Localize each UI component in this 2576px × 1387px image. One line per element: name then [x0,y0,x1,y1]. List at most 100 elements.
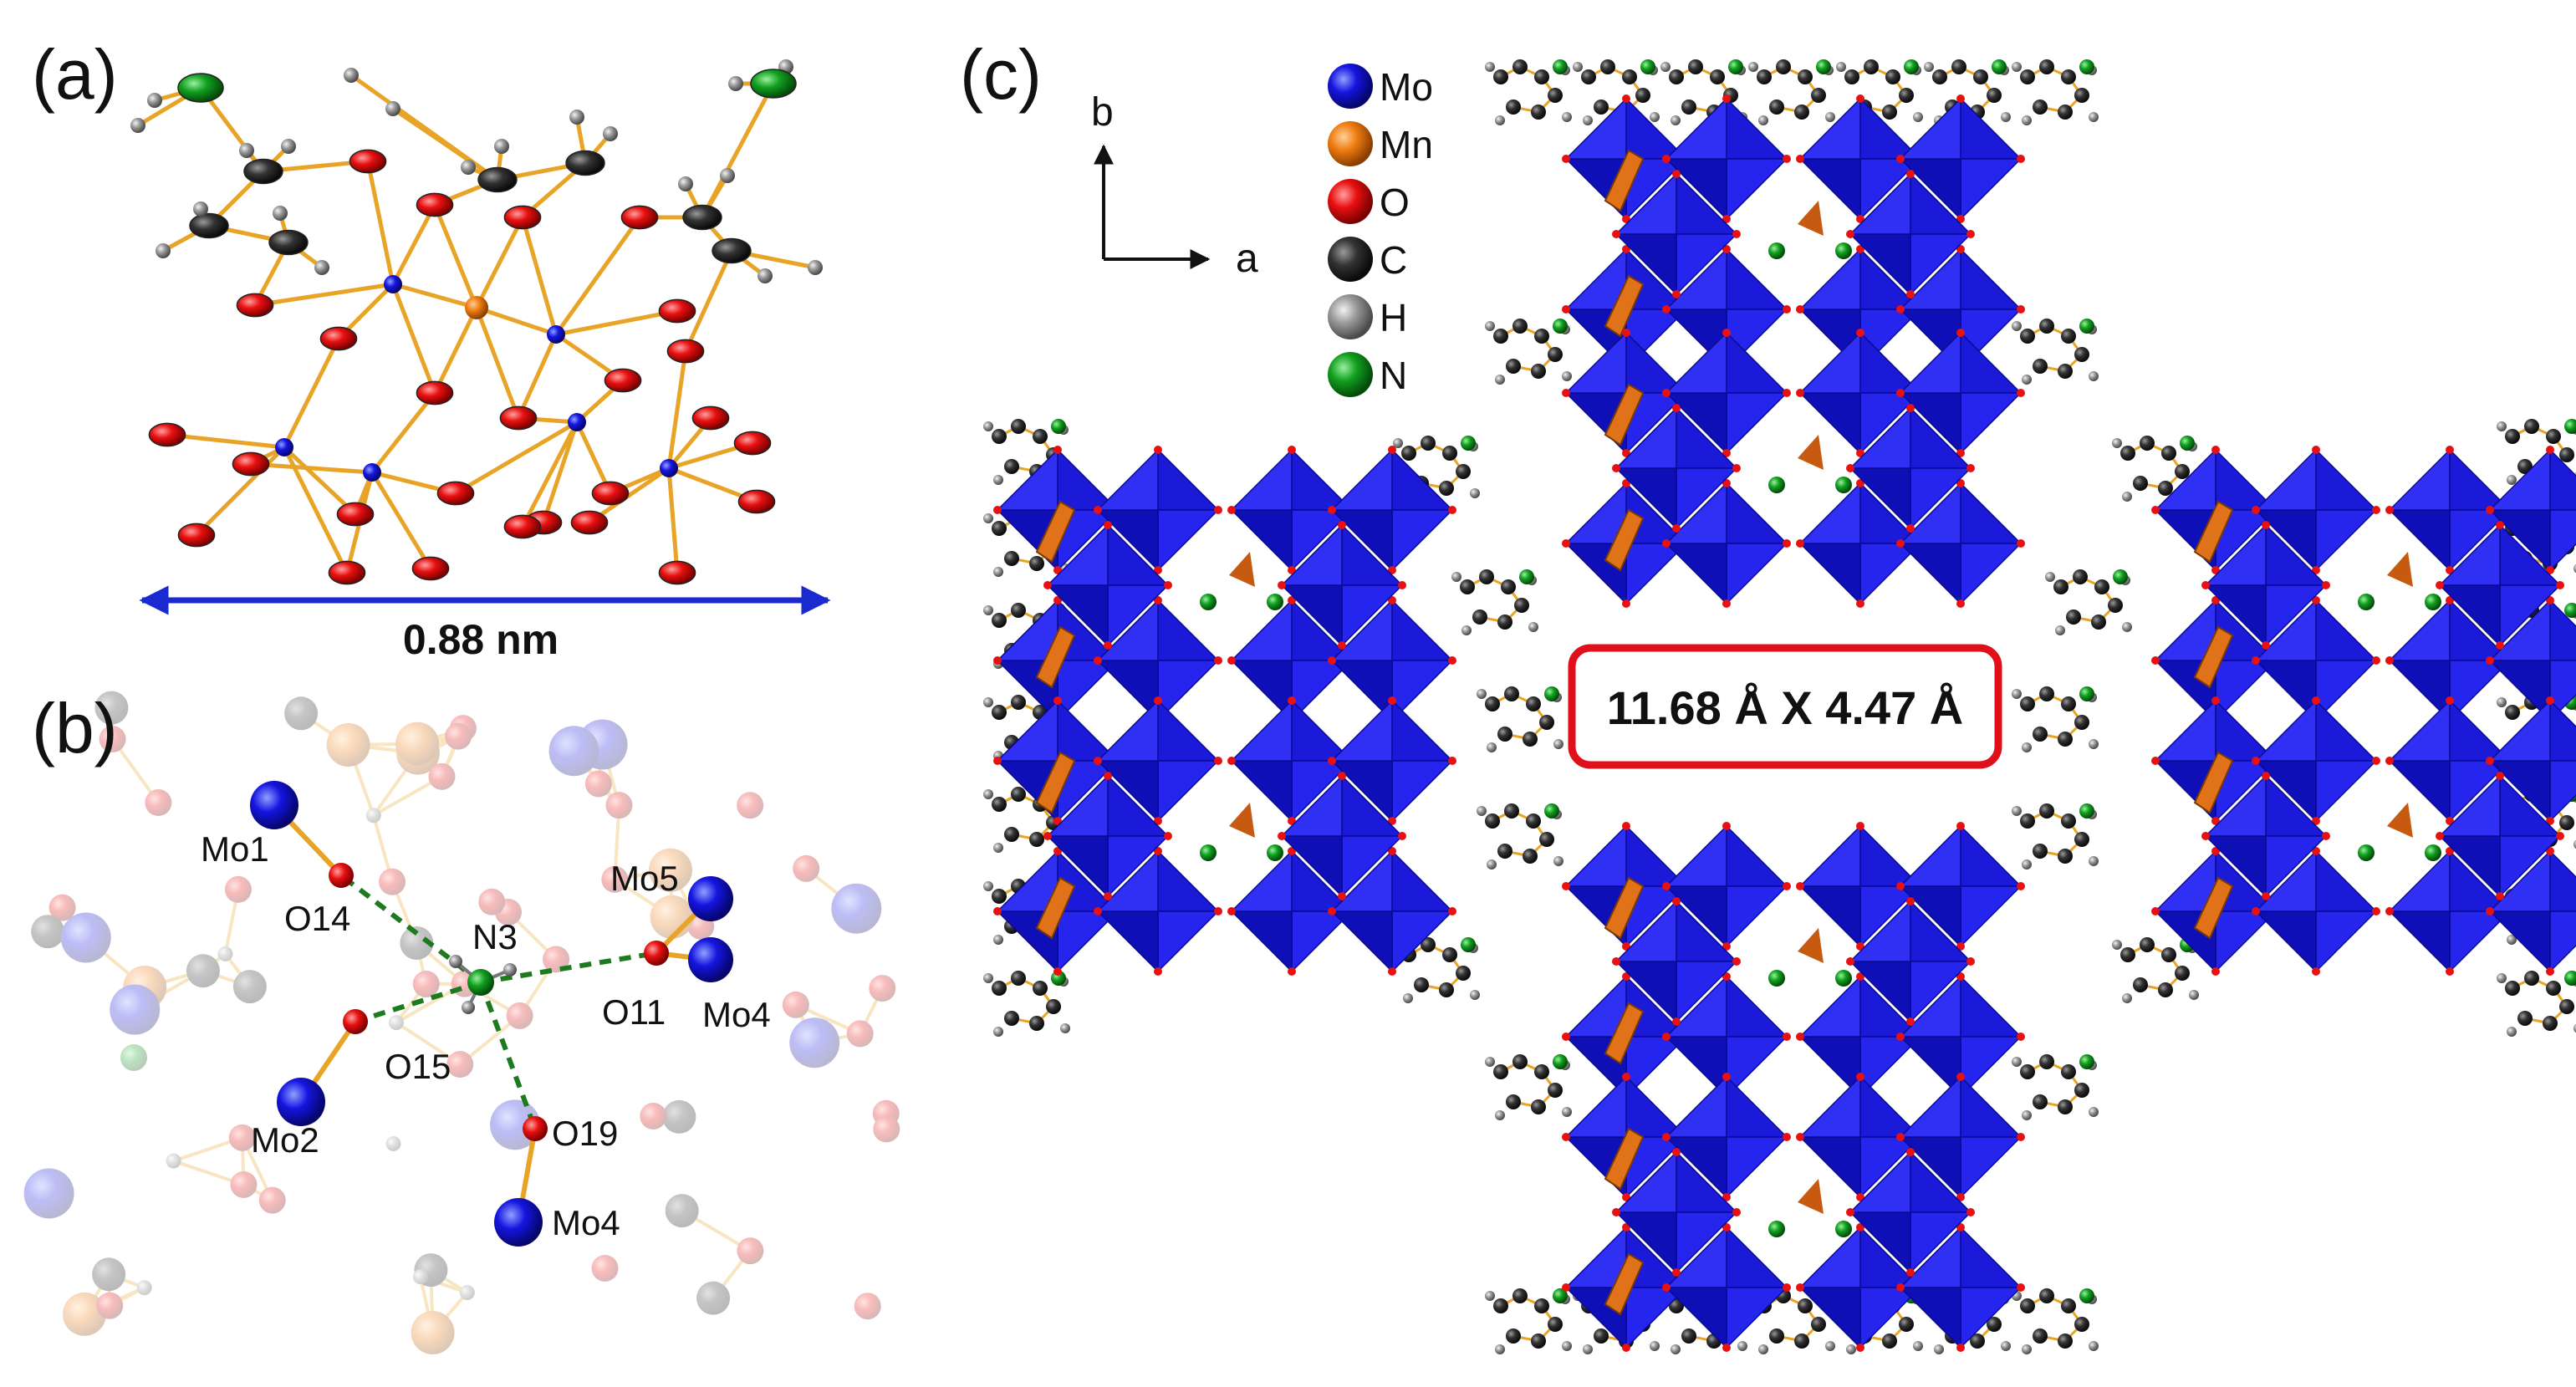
background-atom [428,762,456,790]
mo-octahedron-face [2388,910,2451,973]
framework-oxygen-atom [1214,757,1222,765]
framework-oxygen-atom [1672,290,1681,298]
framework-oxygen-atom [1662,389,1671,397]
framework-oxygen-atom [1672,524,1681,533]
framework-oxygen-atom [1906,1268,1915,1277]
ligand-hydrogen-atom [983,881,993,891]
framework-oxygen-atom [1796,539,1804,548]
framework-oxygen-atom [1328,656,1336,665]
mo-octahedron-face [2154,448,2216,511]
ligand-carbon-atom [1622,69,1637,84]
framework-oxygen-atom [1448,907,1456,915]
framework-oxygen-atom [1104,892,1112,900]
legend-swatch-mn [1328,121,1373,166]
framework-oxygen-atom [1896,539,1905,548]
framework-oxygen-atom [2252,656,2260,665]
atom-label-mo2: Mo2 [251,1120,319,1160]
ligand-carbon-atom [1531,1099,1546,1114]
mn-polyhedron [1604,508,1645,572]
ligand-carbon-atom [1512,1288,1528,1303]
oxygen-atom [570,510,609,535]
ligand-carbon-atom [1011,419,1026,434]
ligand-nitrogen-atom [1553,1054,1568,1069]
atom-o19 [523,1116,548,1141]
framework-oxygen-atom [1043,832,1052,840]
framework-oxygen-atom [2262,521,2270,529]
panel-a-bonds [135,64,818,575]
ligand-carbon-atom [1794,1333,1809,1349]
mo-octahedron-face [1798,158,1861,221]
carbon-atom [268,229,309,256]
ligand-carbon-atom [992,521,1007,536]
ligand-carbon-atom [2061,1064,2076,1079]
framework-oxygen-atom [1388,446,1396,454]
ligand-hydrogen-atom [1403,993,1413,1003]
framework-oxygen-atom [2385,506,2394,514]
ligand-hydrogen-atom [2001,112,2011,122]
ligand-hydrogen-atom [1758,115,1768,125]
legend-label-h: H [1380,296,1407,339]
ligand-carbon-atom [1011,603,1026,618]
mo-octahedron-face [1960,97,2023,160]
ligand-nitrogen-atom [2079,686,2094,701]
ligand-carbon-atom [1534,69,1549,84]
ligand-carbon-atom [1594,99,1609,115]
ligand-carbon-atom [1710,69,1725,84]
ligand-carbon-atom [1512,59,1528,74]
atom-label-n3: N3 [472,917,518,956]
framework-oxygen-atom [1956,1073,1965,1081]
background-atom [99,726,126,753]
framework-oxygen-atom [1104,772,1112,780]
oxygen-atom [232,451,270,477]
ligand-carbon-atom [1548,88,1563,103]
mo-octahedron-face [1330,599,1393,661]
framework-oxygen-atom [1896,1283,1905,1292]
oxygen-atom [503,205,542,230]
framework-oxygen-atom [1227,656,1236,665]
mo-octahedron-face [1899,824,1961,887]
mn-polyhedron [1229,552,1255,587]
mn-polyhedron [1798,928,1824,963]
ligand-hydrogen-atom [1470,488,1480,498]
ligand-carbon-atom [2074,715,2089,730]
ligand-hydrogen-atom [1924,62,1934,72]
mo-octahedron-face [1960,1287,2023,1349]
framework-oxygen-atom [1622,329,1630,337]
framework-oxygen-atom [1622,1344,1630,1352]
ligand-nitrogen-atom [1728,59,1743,74]
panel-a: (a) 0.88 nm [32,35,831,663]
ligand-carbon-atom [1011,695,1026,710]
ligand-carbon-atom [2020,813,2035,829]
framework-oxygen-atom [2546,696,2554,705]
ligand-carbon-atom [1004,459,1019,474]
hydrogen-atom [720,168,735,183]
ligand-carbon-atom [1497,844,1512,859]
oxygen-atom [658,298,696,324]
framework-oxygen-atom [2017,155,2025,163]
ligand-carbon-atom [1004,827,1019,842]
axis-b-label: b [1091,90,1114,135]
panel-c-axes: b a [1091,90,1258,281]
mo-octahedron-face [1726,1136,1788,1199]
background-atom [379,868,406,895]
framework-oxygen-atom [1796,305,1804,314]
mo-octahedron-face [1665,1226,1727,1288]
legend-label-mn: Mn [1380,123,1433,166]
ligand-carbon-atom [1951,59,1966,74]
framework-oxygen-atom [1448,506,1456,514]
ligand-carbon-atom [1501,579,1516,594]
mo-octahedron-face [1564,1075,1627,1138]
ligand-carbon-atom [2133,977,2148,992]
framework-oxygen-atom [1662,539,1671,548]
hydrogen-atom [273,206,288,221]
ligand-carbon-atom [1421,937,1436,952]
ligand-carbon-atom [1811,88,1826,103]
ligand-hydrogen-atom [1573,62,1583,72]
ligand-hydrogen-atom [983,513,993,523]
mo-octahedron-face [996,448,1058,511]
mn-polyhedron [1035,876,1076,940]
ligand-hydrogen-atom [2089,856,2099,866]
hydrogen-bond-dash [480,951,657,985]
background-atom [831,883,882,934]
ligand-carbon-atom [1460,579,1475,594]
